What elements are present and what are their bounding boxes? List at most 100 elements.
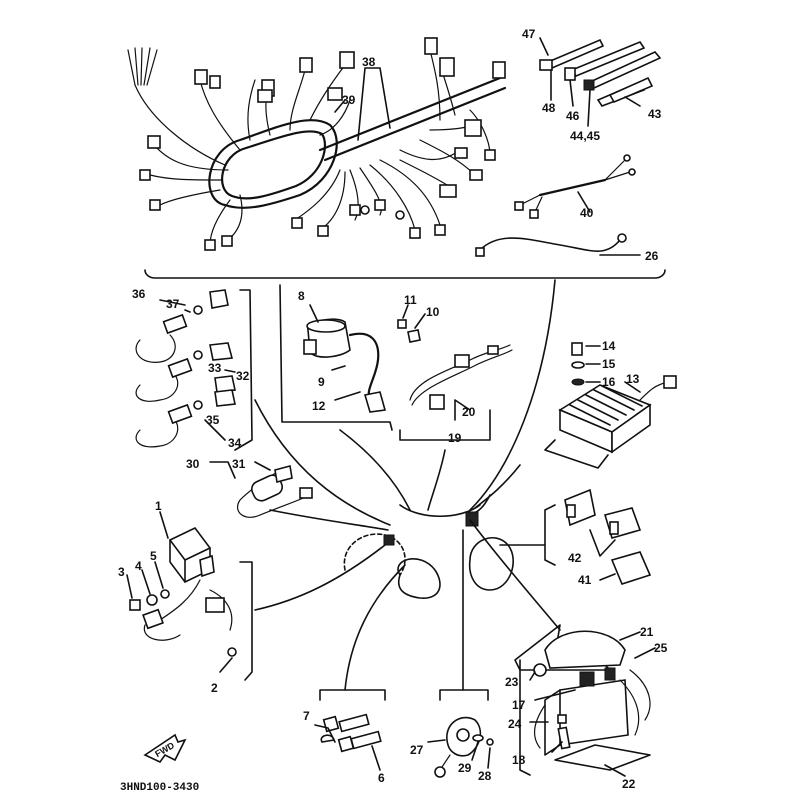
diagram-stroke: [533, 704, 546, 749]
diagram-stroke: [299, 57, 313, 73]
label-33: 33: [208, 361, 222, 375]
diagram-stroke: [529, 209, 539, 219]
label-6: 6: [378, 771, 385, 785]
diagram-stroke: [323, 86, 507, 162]
diagram-stroke: [219, 657, 233, 673]
diagram-stroke: [139, 169, 151, 181]
diagram-stroke: [469, 519, 561, 631]
diagram-stroke: [303, 339, 317, 355]
diagram-stroke: [204, 419, 226, 441]
diagram-stroke: [571, 378, 585, 386]
diagram-stroke: [623, 154, 631, 162]
diagram-stroke: [239, 561, 253, 681]
diagram-stroke: [519, 659, 531, 776]
label-14: 14: [602, 339, 616, 353]
diagram-stroke: [194, 69, 208, 85]
diagram-stroke: [589, 529, 616, 557]
diagram-stroke: [371, 745, 381, 771]
diagram-stroke: [319, 99, 351, 136]
diagram-stroke: [557, 714, 567, 724]
cdi-unit-icon: [142, 526, 237, 657]
diagram-stroke: [587, 89, 591, 127]
diagram-stroke: [604, 667, 616, 681]
diagram-stroke: [247, 79, 256, 141]
diagram-stroke: [379, 159, 441, 226]
diagram-stroke: [399, 504, 481, 518]
label-36: 36: [132, 287, 146, 301]
diagram-stroke: [299, 487, 313, 499]
spark-plug-icon: [319, 689, 386, 753]
diagram-stroke: [464, 119, 482, 137]
label-21: 21: [640, 625, 654, 639]
fwd-arrow-icon: FWD: [143, 733, 187, 764]
diagram-stroke: [360, 205, 370, 215]
diagram-stroke: [472, 734, 484, 742]
diagram-stroke: [434, 224, 446, 236]
diagram-stroke: [434, 766, 446, 778]
diagram-stroke: [199, 79, 241, 151]
diagram-stroke: [663, 375, 677, 389]
diagram-stroke: [344, 564, 406, 691]
diagram-stroke: [471, 741, 479, 761]
diagram-stroke: [338, 713, 370, 733]
diagram-stroke: [559, 679, 629, 746]
label-32: 32: [236, 369, 250, 383]
diagram-stroke: [350, 730, 382, 750]
diagram-stroke: [269, 509, 389, 531]
diagram-stroke: [551, 741, 563, 753]
diagram-stroke: [193, 400, 203, 410]
diagram-stroke: [544, 630, 626, 669]
diagram-stroke: [579, 671, 595, 687]
diagram-stroke: [227, 647, 237, 657]
label-42: 42: [568, 551, 582, 565]
label-19: 19: [448, 431, 462, 445]
diagram-stroke: [475, 247, 485, 257]
diagram-stroke: [479, 237, 621, 252]
diagram-stroke: [160, 589, 170, 599]
diagram-stroke: [624, 96, 641, 107]
diagram-stroke: [193, 350, 203, 360]
diagram-stroke: [142, 608, 164, 630]
diagram-stroke: [554, 744, 651, 771]
diagram-stroke: [544, 439, 609, 469]
diagram-stroke: [149, 174, 223, 181]
label-24: 24: [508, 717, 522, 731]
diagram-stroke: [359, 167, 382, 216]
diagram-stroke: [363, 391, 387, 413]
diagram-stroke: [424, 37, 438, 55]
diagram-stroke: [611, 403, 651, 454]
label-1: 1: [155, 499, 162, 513]
diagram-stroke: [167, 403, 193, 425]
diagram-stroke: [619, 679, 640, 736]
label-30: 30: [186, 457, 200, 471]
label-31: 31: [232, 457, 246, 471]
diagram-stroke: [492, 61, 506, 79]
fuse-holder-icon: [237, 465, 313, 518]
diagram-stroke: [454, 147, 468, 159]
diagram-stroke: [162, 313, 188, 335]
diagram-stroke: [397, 319, 407, 329]
diagram-stroke: [147, 135, 161, 149]
label-20: 20: [462, 405, 476, 419]
diagram-stroke: [309, 304, 319, 323]
diagram-stroke: [143, 733, 187, 764]
diagram-stroke: [289, 69, 306, 131]
diagram-stroke: [514, 201, 524, 211]
diagram-stroke: [314, 724, 336, 743]
diagram-stroke: [234, 289, 253, 451]
diagram-stroke: [208, 119, 338, 209]
diagram-stroke: [539, 37, 549, 56]
diagram-stroke: [309, 64, 346, 121]
diagram-stroke: [319, 171, 346, 231]
diagram-stroke: [357, 67, 391, 141]
rectifier-regulator-icon: [558, 375, 677, 454]
diagram-stroke: [474, 464, 521, 509]
label-12: 12: [312, 399, 326, 413]
diagram-stroke: [427, 739, 446, 743]
diagram-stroke: [475, 494, 491, 513]
diagram-stroke: [544, 504, 556, 566]
diagram-stroke: [583, 79, 595, 91]
diagram-stroke: [339, 51, 355, 69]
battery-icon: [514, 624, 651, 771]
diagram-stroke: [414, 313, 426, 329]
